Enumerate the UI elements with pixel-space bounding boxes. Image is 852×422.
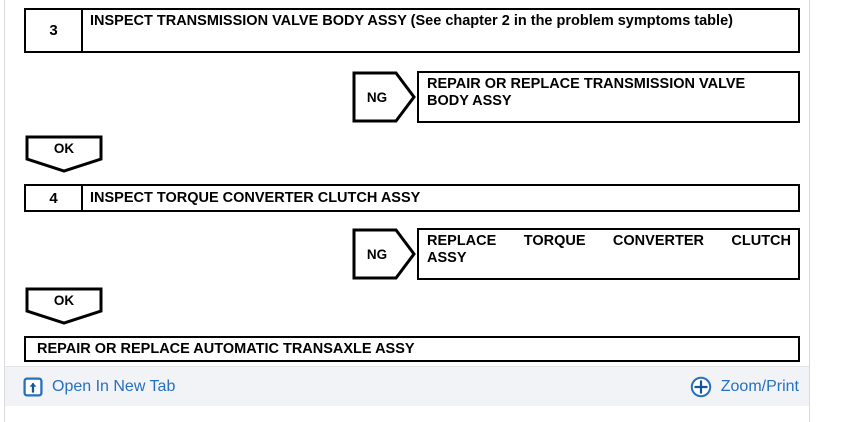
ng-arrow-shape [352, 71, 416, 123]
ok-tag-label-1: OK [53, 140, 75, 156]
ng-result-line-1b: BODY ASSY [427, 93, 512, 109]
ng-result-line-1a: REPAIR OR REPLACE TRANSMISSION VALVE [427, 76, 746, 92]
ng-result-box-1[interactable]: REPAIR OR REPLACE TRANSMISSION VALVE BOD… [417, 71, 800, 123]
plus-circle-icon [690, 376, 711, 397]
ok-tag-label-2: OK [53, 292, 75, 308]
ng-result-line-2a: REPLACE TORQUE CONVERTER CLUTCH [427, 233, 791, 250]
open-in-new-tab-button[interactable]: Open In New Tab [23, 376, 176, 397]
ng-tag-label-2: NG [366, 246, 388, 262]
step-box-4[interactable]: 4 INSPECT TORQUE CONVERTER CLUTCH ASSY [24, 184, 800, 212]
zoom-print-button[interactable]: Zoom/Print [690, 376, 799, 398]
ng-result-box-2[interactable]: REPLACE TORQUE CONVERTER CLUTCH ASSY [417, 228, 800, 280]
final-action-box[interactable]: REPAIR OR REPLACE AUTOMATIC TRANSAXLE AS… [24, 336, 800, 362]
ok-pentagon-shape [25, 287, 103, 325]
ng-result-word-0: REPLACE [427, 233, 497, 249]
step-title-4: INSPECT TORQUE CONVERTER CLUTCH ASSY [90, 189, 421, 206]
ng-result-word-1: TORQUE [523, 233, 586, 249]
step-title-3: INSPECT TRANSMISSION VALVE BODY ASSY (Se… [90, 13, 733, 29]
ng-arrow-shape [352, 228, 416, 280]
step-number-4: 4 [26, 186, 83, 210]
ok-tag-2: OK [25, 287, 103, 325]
ng-result-line-2b: ASSY [427, 250, 467, 266]
step-number-3: 3 [26, 10, 83, 51]
viewer-footer: Open In New Tab Zoom/Print [5, 366, 809, 406]
step-box-3[interactable]: 3 INSPECT TRANSMISSION VALVE BODY ASSY (… [24, 8, 800, 53]
open-in-new-tab-icon [23, 376, 43, 397]
final-action-label: REPAIR OR REPLACE AUTOMATIC TRANSAXLE AS… [37, 341, 415, 357]
open-in-new-tab-label: Open In New Tab [52, 377, 176, 395]
ng-result-word-3: CLUTCH [731, 233, 791, 249]
document-viewer: 3 INSPECT TRANSMISSION VALVE BODY ASSY (… [4, 0, 810, 422]
ok-tag-1: OK [25, 135, 103, 173]
ok-pentagon-shape [25, 135, 103, 173]
ng-tag-label-1: NG [366, 89, 388, 105]
ng-tag-1: NG [352, 71, 416, 123]
ng-result-word-2: CONVERTER [612, 233, 704, 249]
flowchart-document: 3 INSPECT TRANSMISSION VALVE BODY ASSY (… [5, 0, 809, 366]
ng-tag-2: NG [352, 228, 416, 280]
zoom-print-label: Zoom/Print [720, 377, 799, 395]
